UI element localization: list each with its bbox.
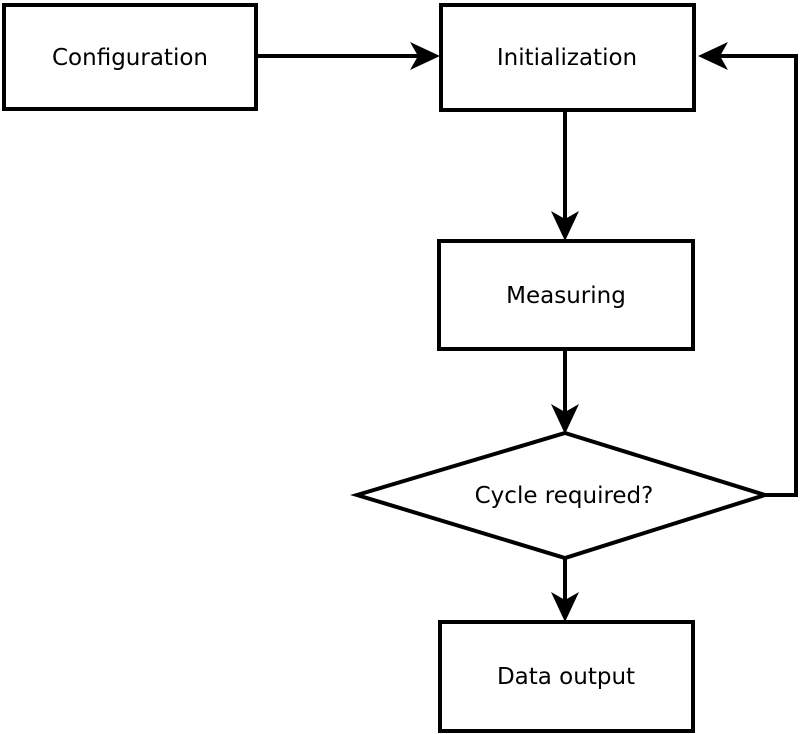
edge-decision-to-initialization-loop	[698, 42, 798, 497]
node-measuring-label: Measuring	[506, 283, 626, 309]
node-initialization: Initialization	[439, 3, 696, 112]
node-data-output-label: Data output	[497, 664, 635, 690]
node-measuring: Measuring	[437, 239, 695, 351]
node-decision-label: Cycle required?	[475, 483, 654, 509]
node-data-output-box	[438, 620, 695, 733]
arrowhead-right-icon	[410, 42, 440, 70]
edge-measuring-to-decision	[551, 349, 579, 434]
edge-decision-to-data-output	[551, 558, 579, 622]
arrowhead-down-icon	[551, 211, 579, 241]
arrowhead-down-icon	[551, 404, 579, 434]
arrowhead-left-icon	[698, 42, 728, 70]
node-decision: Cycle required?	[350, 430, 772, 561]
node-configuration-box	[2, 3, 258, 111]
arrowhead-down-icon	[551, 592, 579, 622]
node-decision-diamond	[350, 430, 772, 561]
node-configuration: Configuration	[2, 3, 258, 111]
node-data-output: Data output	[438, 620, 695, 733]
node-initialization-label: Initialization	[497, 45, 637, 71]
edge-initialization-to-measuring	[551, 110, 579, 241]
edge-configuration-to-initialization	[256, 42, 440, 70]
node-measuring-box	[437, 239, 695, 351]
edge-line	[720, 54, 798, 497]
node-initialization-box	[439, 3, 696, 112]
node-configuration-label: Configuration	[52, 45, 208, 71]
